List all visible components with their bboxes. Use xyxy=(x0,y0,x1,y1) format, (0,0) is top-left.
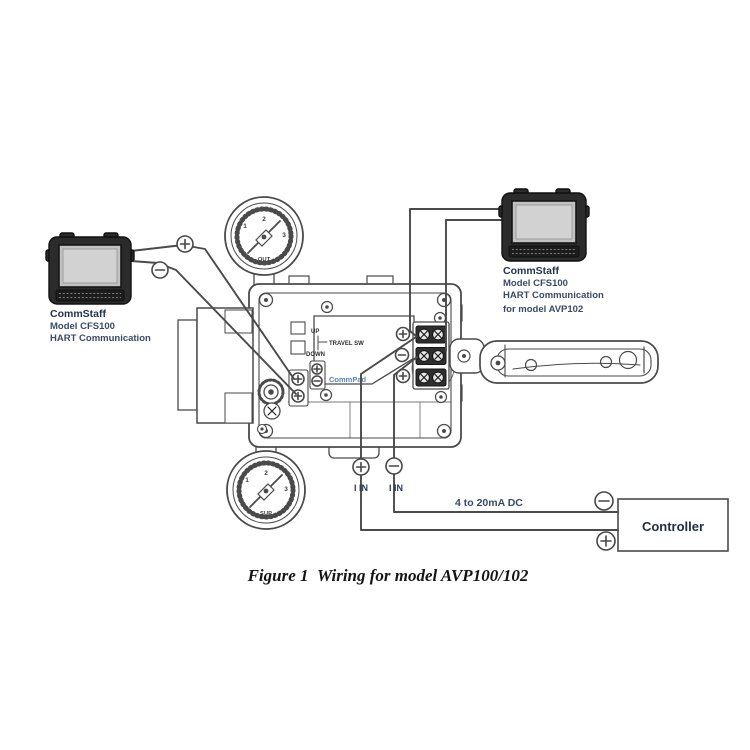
gauge-tick-2: 2 xyxy=(262,216,266,223)
polarity-markers xyxy=(151,235,616,551)
supply-pressure-gauge: 1 2 3 SUP xyxy=(226,450,306,530)
signal-range-label: 4 to 20mA DC xyxy=(455,497,523,509)
controller-box: Controller xyxy=(617,498,729,552)
travel-up-label: UP xyxy=(311,329,319,335)
right-commstaff-minus-wire xyxy=(445,219,503,352)
terminal-polarity-markers xyxy=(394,326,411,384)
device-keyboard xyxy=(55,289,125,302)
left-commstaff-device xyxy=(45,232,135,305)
figure-caption: Figure 1 Wiring for model AVP100/102 xyxy=(247,566,529,585)
right-device-model: Model CFS100 xyxy=(503,278,568,289)
left-commstaff-plus-wire xyxy=(130,244,295,380)
gauge-out-label: OUT xyxy=(258,257,271,263)
device-keyboard xyxy=(508,245,580,258)
travel-down-label: DOWN xyxy=(306,352,325,358)
actuator-yoke xyxy=(177,307,254,424)
travel-sw-label: TRAVEL SW xyxy=(329,341,364,347)
gauge-tick-3: 3 xyxy=(284,486,288,493)
output-pressure-gauge: 1 2 3 OUT xyxy=(224,196,304,276)
left-device-model: Model CFS100 xyxy=(50,321,115,332)
plate-screws xyxy=(319,300,448,404)
right-device-title: CommStaff xyxy=(503,265,560,277)
positioner-cover-plate: UP TRAVEL SW DOWN CommPad xyxy=(256,300,448,435)
zero-adjust-knob xyxy=(256,378,285,435)
commpad-connector xyxy=(309,360,326,390)
iin-minus-label: I IN xyxy=(389,483,403,493)
right-device-for-model: for model AVP102 xyxy=(503,304,583,315)
right-commstaff-plus-wire xyxy=(409,208,503,337)
right-commstaff-device xyxy=(498,188,590,262)
iin-plus-label: I IN xyxy=(354,483,368,493)
terminal-screws xyxy=(418,328,444,384)
right-device-comm: HART Communication xyxy=(503,290,604,301)
left-device-comm: HART Communication xyxy=(50,333,151,344)
loop-minus-wire xyxy=(393,356,619,513)
loop-plus-wire xyxy=(360,336,619,531)
gauge-tick-3: 3 xyxy=(282,232,286,239)
gauge-tick-2: 2 xyxy=(264,470,268,477)
gauge-tick-1: 1 xyxy=(245,477,249,484)
gauge-sup-label: SUP xyxy=(260,511,272,517)
gauge-tick-1: 1 xyxy=(243,223,247,230)
terminal-block xyxy=(394,321,455,390)
gauge-tick-ring xyxy=(236,460,296,520)
feedback-lever-arm xyxy=(449,338,659,384)
controller-label: Controller xyxy=(642,519,704,534)
gauge-tick-ring xyxy=(234,206,294,266)
commpad-label: CommPad xyxy=(329,375,367,384)
left-device-title: CommStaff xyxy=(50,308,107,320)
